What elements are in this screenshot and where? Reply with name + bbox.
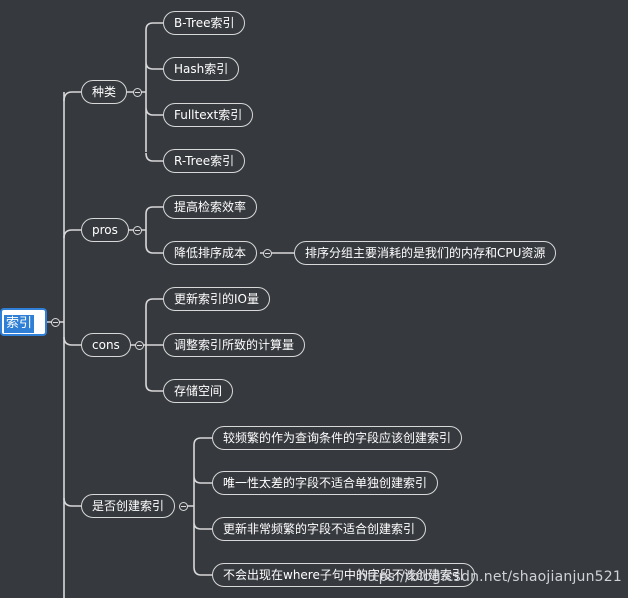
leaf-node[interactable]: 不会出现在where子句中的字段不该创建索引: [212, 563, 475, 587]
category-label: pros: [92, 223, 118, 237]
leaf-label: 存储空间: [174, 384, 223, 398]
branch-line-types: [63, 91, 81, 102]
category-collapse-icon[interactable]: [179, 502, 188, 511]
category-label: 是否创建索引: [92, 499, 165, 513]
root-collapse-icon[interactable]: [51, 318, 60, 327]
category-label: 种类: [92, 85, 117, 99]
leaf-node[interactable]: 较频繁的作为查询条件的字段应该创建索引: [212, 426, 463, 450]
category-label: cons: [92, 338, 120, 352]
category-collapse-icon[interactable]: [133, 226, 142, 235]
leaf-collapse-icon[interactable]: [263, 249, 272, 258]
leaf-label: 更新非常频繁的字段不适合创建索引: [223, 522, 416, 536]
leaf-node[interactable]: 存储空间: [163, 379, 234, 403]
leaf-node[interactable]: B-Tree索引: [163, 11, 246, 35]
leaf-node[interactable]: 提高检索效率: [163, 195, 258, 219]
leaf-label: 调整索引所致的计算量: [174, 338, 295, 352]
trunk-line: [47, 92, 65, 598]
leaf-label: 降低排序成本: [174, 246, 247, 260]
leaf-node[interactable]: R-Tree索引: [163, 149, 246, 173]
branch-line-create: [63, 497, 81, 507]
root-node[interactable]: 索引: [0, 308, 47, 336]
leaf-label: 唯一性太差的字段不适合单独创建索引: [223, 476, 428, 490]
category-node[interactable]: 是否创建索引: [81, 494, 176, 518]
cons-child-lines: [128, 298, 163, 392]
leaf-node[interactable]: Fulltext索引: [163, 103, 254, 127]
category-collapse-icon[interactable]: [133, 88, 142, 97]
leaf-label: 更新索引的IO量: [174, 292, 259, 306]
leaf-label: B-Tree索引: [174, 16, 235, 30]
category-collapse-icon[interactable]: [135, 341, 144, 350]
branch-line-pros: [63, 229, 81, 239]
category-node[interactable]: pros: [81, 218, 129, 242]
types-child-lines: [124, 22, 163, 162]
leaf-node[interactable]: 排序分组主要消耗的是我们的内存和CPU资源: [294, 241, 557, 265]
leaf-node[interactable]: 更新索引的IO量: [163, 287, 270, 311]
leaf-label: 较频繁的作为查询条件的字段应该创建索引: [223, 431, 452, 445]
leaf-label: 提高检索效率: [174, 200, 247, 214]
leaf-label: Hash索引: [174, 62, 229, 76]
leaf-label: R-Tree索引: [174, 154, 235, 168]
root-label: 索引: [4, 315, 35, 333]
watermark: https://blog.csdn.net/shaojianjun521: [358, 569, 622, 585]
category-node[interactable]: 种类: [81, 80, 128, 104]
leaf-node[interactable]: 唯一性太差的字段不适合单独创建索引: [212, 471, 439, 495]
leaf-label: Fulltext索引: [174, 108, 243, 122]
leaf-node[interactable]: 更新非常频繁的字段不适合创建索引: [212, 517, 427, 541]
category-node[interactable]: cons: [81, 333, 131, 357]
leaf-label: 排序分组主要消耗的是我们的内存和CPU资源: [305, 246, 546, 260]
leaf-node[interactable]: 调整索引所致的计算量: [163, 333, 306, 357]
branch-line-cons: [63, 336, 81, 346]
leaf-node[interactable]: 降低排序成本: [163, 241, 258, 265]
leaf-node[interactable]: Hash索引: [163, 57, 240, 81]
leaf-label: 不会出现在where子句中的字段不该创建索引: [223, 568, 464, 582]
